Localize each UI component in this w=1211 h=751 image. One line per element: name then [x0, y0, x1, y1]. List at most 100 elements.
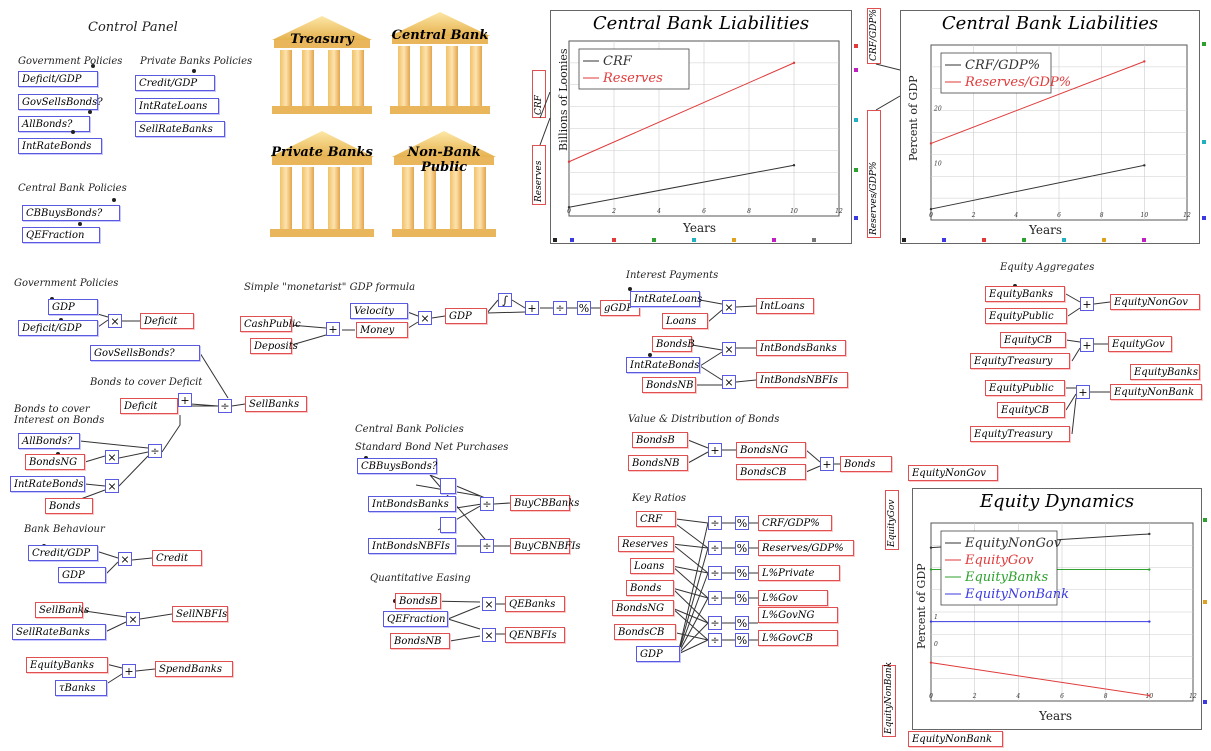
legend-label: CRF	[603, 54, 633, 69]
bonds-nb-node: BondsNB	[390, 633, 450, 649]
cp-priv-title: Private Banks Policies	[140, 56, 253, 67]
int-rate-bonds-input[interactable]: IntRateBonds	[10, 476, 85, 492]
constant-box[interactable]	[440, 517, 456, 533]
y-tick-label: 1	[934, 614, 938, 621]
central-bank-label: Central Bank	[391, 28, 489, 43]
multiply-op: ×	[105, 479, 119, 493]
deficit-gdp-control[interactable]: Deficit/GDP	[18, 71, 98, 87]
add-op: +	[708, 443, 722, 457]
x-tick-label: 12	[1183, 212, 1191, 219]
data-point	[1143, 60, 1146, 63]
percent-op: %	[735, 591, 749, 605]
qe-fraction-control[interactable]: QEFraction	[22, 227, 100, 243]
cb-buys-bonds-control[interactable]: CBBuysBonds?	[22, 205, 120, 221]
cash-public-node: CashPublic	[240, 316, 301, 332]
percent-op: %	[735, 616, 749, 630]
private-banks-building: Private Banks	[262, 125, 382, 237]
multiply-op: ×	[418, 311, 432, 325]
bonds-interest-title-text: Bonds to cover Interest on Bonds	[14, 404, 105, 426]
equity-nongov-top-label: EquityNonGov	[908, 465, 998, 481]
subtract-op: +	[525, 301, 539, 315]
bonds-b-node: BondsB	[395, 593, 441, 609]
add-op: +	[1076, 385, 1090, 399]
deficit-gdp-input[interactable]: Deficit/GDP	[18, 320, 98, 336]
credit-gdp-control[interactable]: Credit/GDP	[135, 75, 215, 91]
l-private-output: L%Private	[758, 565, 840, 581]
sell-rate-banks-control[interactable]: SellRateBanks	[135, 121, 225, 137]
gov-policies-title: Government Policies	[14, 278, 119, 289]
ratio-input-bonds: Bonds	[626, 580, 674, 596]
equity-cb-in-2: EquityCB	[997, 402, 1065, 418]
graph3-panel[interactable]: Equity Dynamics 02468101210EquityNonGovE…	[912, 488, 1202, 730]
bonds-node: Bonds	[45, 498, 93, 514]
multiply-op: ×	[105, 450, 119, 464]
bonds-deficit-title: Bonds to cover Deficit	[90, 377, 203, 388]
series-line-0	[930, 164, 1145, 210]
int-rate-loans-input[interactable]: IntRateLoans	[630, 291, 702, 307]
switch-op: ÷	[218, 399, 232, 413]
x-tick-label: 4	[1013, 212, 1018, 219]
cb-buys-bonds-input[interactable]: CBBuysBonds?	[357, 458, 437, 474]
all-bonds-input[interactable]: AllBonds?	[18, 433, 80, 449]
multiply-op: ×	[722, 342, 736, 356]
x-tick-label: 12	[835, 208, 843, 215]
divide-op: ÷	[708, 591, 722, 605]
gov-sells-bonds-control[interactable]: GovSellsBonds?	[18, 94, 103, 110]
graph3-xlabel: Years	[1039, 709, 1073, 723]
multiply-op: ×	[108, 314, 122, 328]
data-point	[1148, 532, 1151, 536]
equity-gov-output: EquityGov	[1108, 336, 1172, 352]
int-bonds-banks-input[interactable]: IntBondsBanks	[368, 496, 456, 512]
gdp-output: GDP	[445, 308, 487, 324]
ratio-input-reserves: Reserves	[618, 536, 674, 552]
graph3-title: Equity Dynamics	[979, 491, 1135, 512]
graph3-plot: 02468101210EquityNonGovEquityGovEquityBa…	[929, 522, 1197, 702]
credit-gdp-input[interactable]: Credit/GDP	[28, 545, 98, 561]
data-point	[929, 207, 933, 211]
percent-op: %	[735, 516, 749, 530]
value-bonds-title: Value & Distribution of Bonds	[628, 414, 780, 425]
int-rate-bonds-control[interactable]: IntRateBonds	[18, 138, 102, 154]
legend-label: Reserves	[602, 71, 663, 86]
bonds-b-node-2: BondsB	[652, 336, 695, 352]
x-tick-label: 2	[972, 693, 977, 700]
temple-icon	[390, 12, 490, 114]
gov-sells-bonds-input[interactable]: GovSellsBonds?	[90, 345, 200, 361]
data-point	[792, 164, 796, 167]
gdp-input-2[interactable]: GDP	[58, 567, 106, 583]
temple-icon	[392, 131, 496, 237]
sell-nbfis-output: SellNBFIs	[172, 606, 228, 622]
data-point	[929, 661, 933, 664]
data-point	[1143, 164, 1146, 167]
add-op: +	[326, 322, 340, 336]
ratio-input-crf: CRF	[636, 511, 676, 527]
int-rate-loans-control[interactable]: IntRateLoans	[135, 98, 219, 114]
equity-nongov-output: EquityNonGov	[1110, 294, 1200, 310]
tau-banks-input[interactable]: τBanks	[55, 680, 107, 696]
qe-fraction-input[interactable]: QEFraction	[383, 611, 448, 627]
ratio-input-gdp[interactable]: GDP	[636, 646, 680, 662]
equity-banks-extra: EquityBanks	[1130, 364, 1200, 380]
int-bonds-nbfis-input[interactable]: IntBondsNBFIs	[368, 538, 456, 554]
multiply-op: ×	[722, 300, 736, 314]
temple-icon	[272, 16, 372, 114]
velocity-input[interactable]: Velocity	[350, 303, 408, 319]
int-loans-output: IntLoans	[756, 298, 814, 314]
add-op: +	[1080, 297, 1094, 311]
bonds-total-output: Bonds	[840, 456, 892, 472]
all-bonds-control[interactable]: AllBonds?	[18, 116, 90, 132]
constant-box[interactable]	[440, 478, 456, 494]
data-point	[929, 568, 933, 571]
sell-rate-banks-input[interactable]: SellRateBanks	[12, 624, 106, 640]
bonds-nb-node-3: BondsNB	[628, 455, 688, 471]
buy-cb-banks-output: BuyCBBanks	[510, 495, 579, 511]
gdp-input[interactable]: GDP	[48, 299, 98, 315]
deposits-node: Deposits	[250, 338, 298, 354]
int-rate-bonds-input-2[interactable]: IntRateBonds	[626, 357, 700, 373]
bonds-ng-node: BondsNG	[25, 454, 85, 470]
graph1-xlabel: Years	[683, 221, 717, 235]
percent-op: %	[735, 541, 749, 555]
